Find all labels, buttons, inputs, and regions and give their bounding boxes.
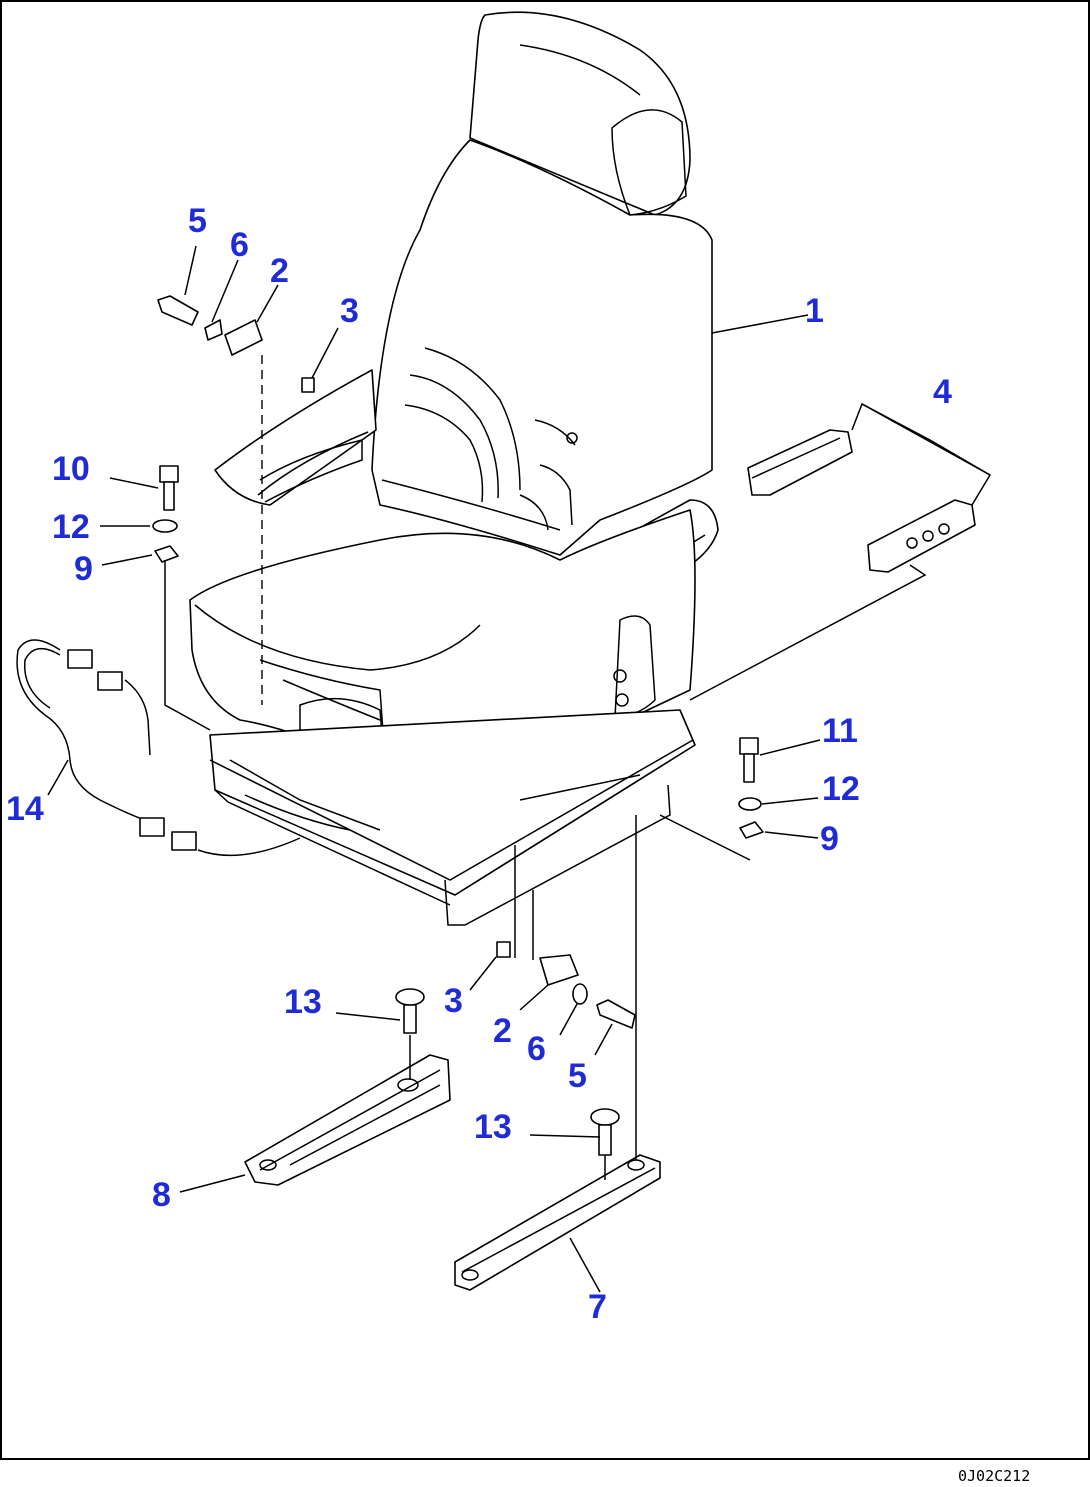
seat-assembly: [189, 11, 719, 926]
rails: [244, 1054, 661, 1291]
callout-13-upper: 13: [284, 983, 322, 1021]
wire-harness: [16, 639, 301, 857]
assembly-lines: [47, 245, 991, 1293]
callout-9-right: 9: [820, 820, 839, 858]
callout-5-lower: 5: [568, 1057, 587, 1095]
callout-4: 4: [933, 373, 952, 411]
callouts: 1 2 2 3 3 4 5 5 6 6 7 8 9 9 10 11 12 12 …: [6, 202, 952, 1326]
callout-7: 7: [588, 1288, 607, 1326]
hardware-parts: [152, 295, 764, 1156]
callout-6-lower: 6: [527, 1030, 546, 1068]
callout-8: 8: [152, 1176, 171, 1214]
callout-13-lower: 13: [474, 1108, 512, 1146]
callout-14: 14: [6, 790, 44, 828]
drawing-code: 0J02C212: [958, 1467, 1030, 1485]
callout-12-left: 12: [52, 508, 90, 546]
callout-10: 10: [52, 450, 90, 488]
callout-3-lower: 3: [444, 982, 463, 1020]
callout-9-left: 9: [74, 550, 93, 588]
callout-3-upper: 3: [340, 292, 359, 330]
callout-12-right: 12: [822, 770, 860, 808]
callout-1: 1: [805, 292, 824, 330]
callout-6-upper: 6: [230, 226, 249, 264]
callout-11: 11: [822, 712, 858, 750]
callout-2-lower: 2: [493, 1012, 512, 1050]
callout-2-upper: 2: [270, 252, 289, 290]
callout-5-upper: 5: [188, 202, 207, 240]
armrest-pad-parts: [689, 402, 992, 701]
